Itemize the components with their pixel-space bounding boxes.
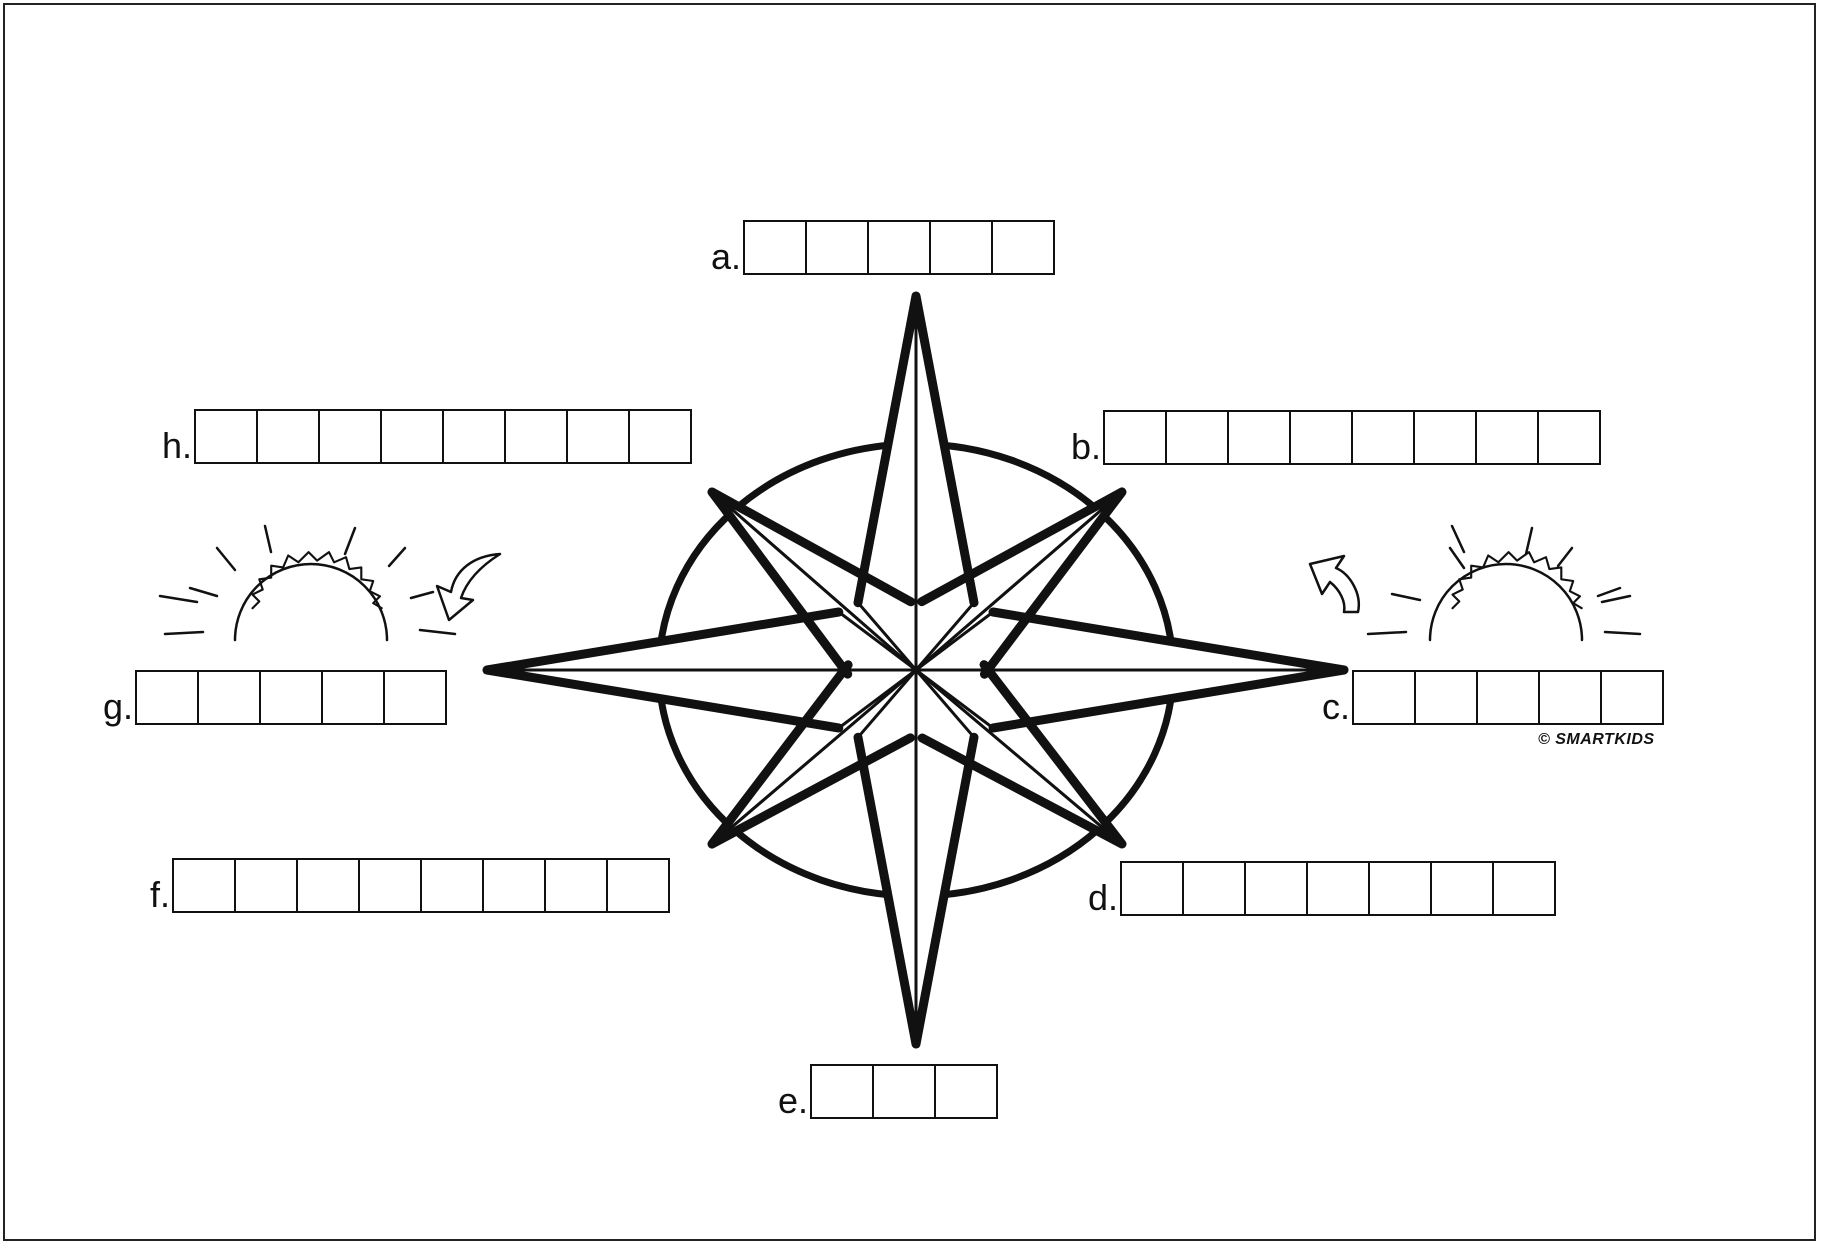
answer-field-b: b.: [1071, 410, 1601, 465]
letter-box[interactable]: [812, 1064, 874, 1119]
letter-box[interactable]: [807, 220, 869, 275]
letter-box[interactable]: [1494, 861, 1556, 916]
letter-box[interactable]: [258, 409, 320, 464]
curved-arrow-up-icon: [1310, 556, 1359, 612]
field-label: h.: [162, 428, 192, 464]
field-label: f.: [150, 877, 170, 913]
letter-box[interactable]: [382, 409, 444, 464]
letter-box[interactable]: [385, 670, 447, 725]
letter-box[interactable]: [1246, 861, 1308, 916]
letter-box[interactable]: [137, 670, 199, 725]
letter-box[interactable]: [1370, 861, 1432, 916]
answer-field-a: a.: [711, 220, 1055, 275]
letter-box[interactable]: [1416, 670, 1478, 725]
letter-box[interactable]: [236, 858, 298, 913]
letter-box[interactable]: [1478, 670, 1540, 725]
letter-box[interactable]: [298, 858, 360, 913]
letter-box[interactable]: [1602, 670, 1664, 725]
letter-box[interactable]: [360, 858, 422, 913]
letter-box[interactable]: [1354, 670, 1416, 725]
answer-field-e: e.: [778, 1064, 998, 1119]
letter-box[interactable]: [323, 670, 385, 725]
letter-box[interactable]: [993, 220, 1055, 275]
letter-box[interactable]: [196, 409, 258, 464]
answer-field-f: f.: [150, 858, 670, 913]
letter-box[interactable]: [869, 220, 931, 275]
letter-box[interactable]: [444, 409, 506, 464]
letter-box[interactable]: [1432, 861, 1494, 916]
answer-field-c: c.: [1322, 670, 1664, 725]
letter-boxes[interactable]: [194, 409, 692, 464]
letter-box[interactable]: [568, 409, 630, 464]
letter-boxes[interactable]: [172, 858, 670, 913]
letter-box[interactable]: [1105, 410, 1167, 465]
answer-field-g: g.: [103, 670, 447, 725]
letter-box[interactable]: [1415, 410, 1477, 465]
letter-box[interactable]: [931, 220, 993, 275]
letter-box[interactable]: [1477, 410, 1539, 465]
letter-box[interactable]: [745, 220, 807, 275]
field-label: e.: [778, 1083, 808, 1119]
letter-box[interactable]: [320, 409, 382, 464]
letter-box[interactable]: [546, 858, 608, 913]
letter-box[interactable]: [261, 670, 323, 725]
letter-box[interactable]: [1184, 861, 1246, 916]
field-label: g.: [103, 689, 133, 725]
letter-box[interactable]: [1540, 670, 1602, 725]
letter-box[interactable]: [1167, 410, 1229, 465]
letter-box[interactable]: [506, 409, 568, 464]
field-label: c.: [1322, 689, 1350, 725]
letter-boxes[interactable]: [1103, 410, 1601, 465]
answer-field-h: h.: [162, 409, 692, 464]
field-label: a.: [711, 239, 741, 275]
letter-box[interactable]: [936, 1064, 998, 1119]
letter-box[interactable]: [484, 858, 546, 913]
sunrise-icon: [1300, 508, 1660, 648]
letter-boxes[interactable]: [135, 670, 447, 725]
answer-field-d: d.: [1088, 861, 1556, 916]
letter-box[interactable]: [1229, 410, 1291, 465]
letter-box[interactable]: [1308, 861, 1370, 916]
letter-box[interactable]: [422, 858, 484, 913]
letter-box[interactable]: [1291, 410, 1353, 465]
letter-box[interactable]: [174, 858, 236, 913]
letter-boxes[interactable]: [743, 220, 1055, 275]
sunset-icon: [155, 508, 505, 648]
letter-box[interactable]: [1539, 410, 1601, 465]
letter-boxes[interactable]: [1120, 861, 1556, 916]
field-label: b.: [1071, 429, 1101, 465]
letter-boxes[interactable]: [1352, 670, 1664, 725]
letter-box[interactable]: [630, 409, 692, 464]
letter-box[interactable]: [1122, 861, 1184, 916]
letter-box[interactable]: [199, 670, 261, 725]
letter-boxes[interactable]: [810, 1064, 998, 1119]
copyright-credit: © SMARTKIDS: [1538, 731, 1655, 749]
field-label: d.: [1088, 880, 1118, 916]
letter-box[interactable]: [1353, 410, 1415, 465]
letter-box[interactable]: [874, 1064, 936, 1119]
letter-box[interactable]: [608, 858, 670, 913]
curved-arrow-down-icon: [437, 554, 500, 620]
